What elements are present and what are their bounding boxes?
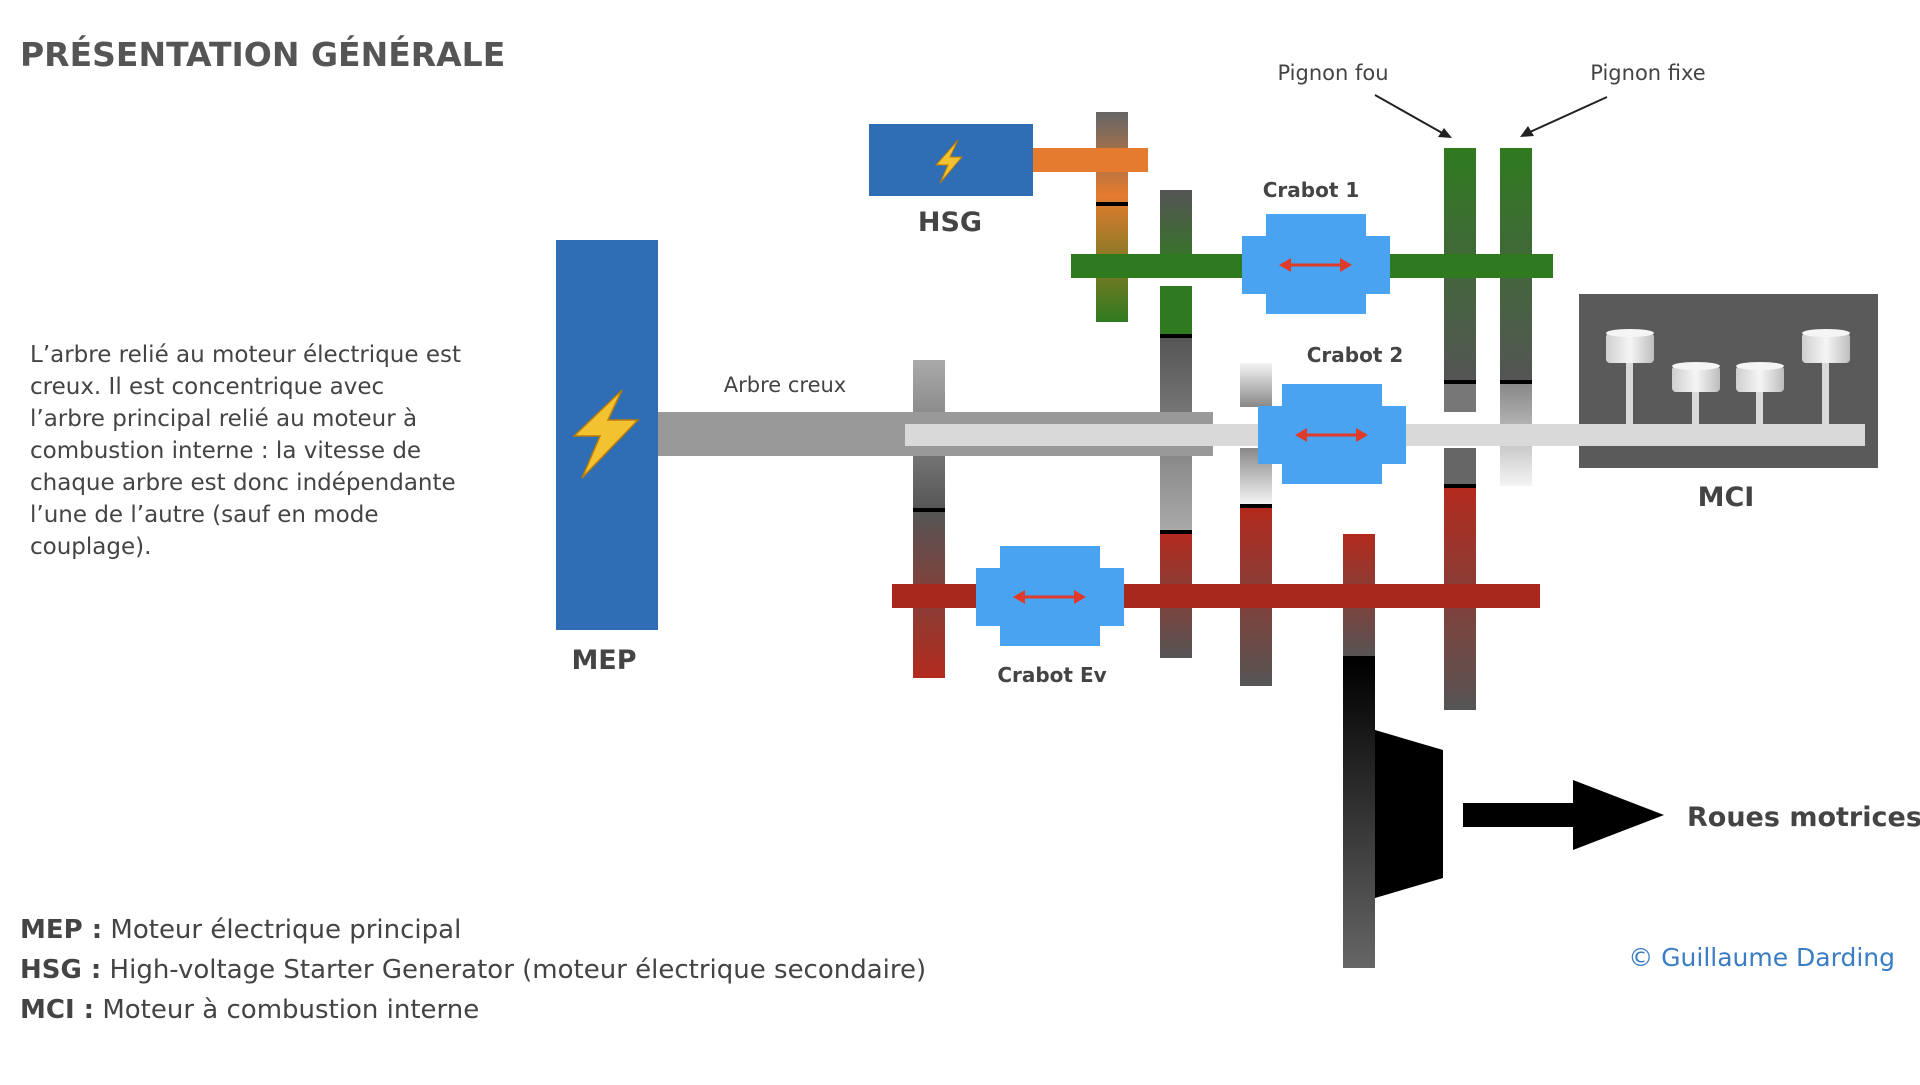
hsg-gear [1096, 112, 1128, 322]
legend-value: Moteur électrique principal [102, 915, 461, 945]
pignon-fou-pointer [1374, 94, 1445, 135]
gear-mesh-line [1160, 334, 1192, 338]
arrowhead [1520, 126, 1534, 137]
arrowhead [1438, 128, 1452, 138]
description-line: l’une de l’autre (sauf en mode [30, 502, 378, 528]
legend-value: High-voltage Starter Generator (moteur é… [101, 955, 926, 985]
legend-item: MEP : Moteur électrique principal [20, 915, 461, 945]
description-line: creux. Il est concentrique avec [30, 374, 384, 400]
crabot-ev [976, 546, 1124, 646]
crabot-ev-label: Crabot Ev [997, 663, 1106, 687]
description-line: L’arbre relié au moteur électrique est [30, 342, 461, 368]
gear-mesh-line [1240, 504, 1272, 508]
arbre-creux-label: Arbre creux [724, 373, 846, 397]
piston [1736, 362, 1784, 426]
hsg-label: HSG [918, 207, 982, 238]
gear-mesh-line [1160, 530, 1192, 534]
gear-mesh-line [1444, 484, 1476, 488]
mep-label: MEP [571, 645, 636, 676]
description-line: l’arbre principal relié au moteur à [30, 406, 417, 432]
description-line: combustion interne : la vitesse de [30, 438, 421, 464]
differential [1375, 730, 1443, 898]
gear-mesh-line [1500, 380, 1532, 384]
legend-item: HSG : High-voltage Starter Generator (mo… [20, 955, 926, 985]
roues-motrices-label: Roues motrices [1687, 802, 1920, 833]
crankshaft [1555, 424, 1865, 446]
green-gear-lower [1160, 286, 1192, 336]
pignon-fou-hub [1444, 384, 1476, 412]
legend-key: MCI : [20, 995, 94, 1025]
page-title: PRÉSENTATION GÉNÉRALE [20, 34, 505, 74]
hsg-shaft [1030, 148, 1148, 172]
legend-key: HSG : [20, 955, 101, 985]
lightning-icon [934, 139, 964, 184]
crabot-2 [1258, 384, 1406, 484]
description-line: couplage). [30, 534, 151, 560]
description: L’arbre relié au moteur électrique est c… [30, 342, 468, 560]
output-gear [1343, 660, 1375, 968]
gear-mesh-line [1343, 656, 1375, 660]
lightning-icon [572, 389, 640, 479]
mci-label: MCI [1698, 482, 1755, 513]
pignon-fou-label: Pignon fou [1277, 61, 1388, 85]
pignon-fixe-label: Pignon fixe [1590, 61, 1705, 85]
gear-mesh-line [1096, 202, 1128, 206]
crabot-1 [1242, 214, 1390, 314]
gear-mesh-line [1444, 380, 1476, 384]
legend-key: MEP : [20, 915, 102, 945]
piston [1802, 329, 1850, 426]
gear-mesh-line [913, 508, 945, 512]
legend-value: Moteur à combustion interne [94, 995, 479, 1025]
crabot-2-label: Crabot 2 [1307, 343, 1404, 367]
main-shaft-gear-upper [1240, 363, 1272, 407]
description-line: chaque arbre est donc indépendante [30, 470, 456, 496]
legend-item: MCI : Moteur à combustion interne [20, 995, 479, 1025]
crabot-1-label: Crabot 1 [1263, 178, 1360, 202]
piston [1672, 362, 1720, 426]
pignon-fixe-pointer [1529, 96, 1608, 133]
output-arrow [1463, 780, 1664, 850]
piston [1606, 329, 1654, 426]
copyright: © Guillaume Darding [1628, 943, 1895, 972]
pignon-fou-lower [1444, 448, 1476, 484]
